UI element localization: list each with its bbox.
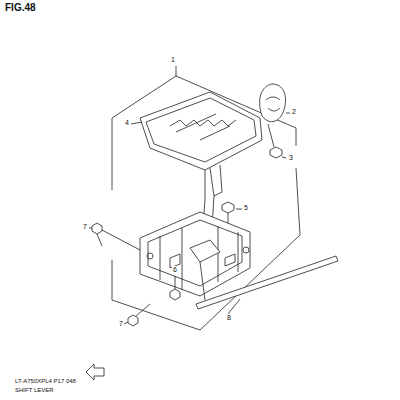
figure-title: FIG.48 [4,3,37,13]
callout-number: 7 [82,223,88,230]
callout-number: 6 [172,266,178,273]
drawing-code: LT-A750XPL4 P17 048 [14,378,77,384]
callout-number: 5 [243,204,249,211]
callout-number: 2 [291,108,297,115]
callout-number: 3 [288,154,294,161]
callout-number: 8 [226,314,232,321]
callout-number: 7 [118,320,124,327]
callout-number: 4 [124,119,130,126]
figure-name: SHIFT LEVER [14,387,55,393]
callout-number: 1 [170,56,176,63]
